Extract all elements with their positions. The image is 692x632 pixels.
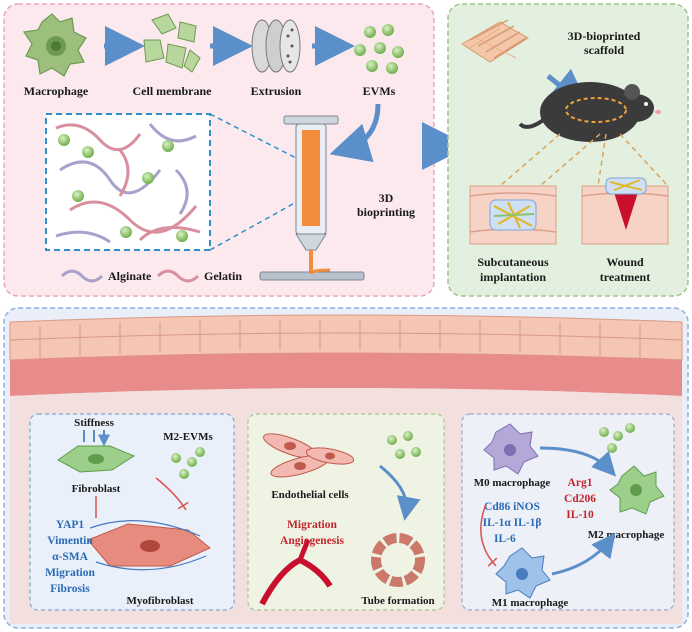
m1-markers: Cd86 iNOS IL-1α IL-1β IL-6 bbox=[483, 501, 542, 545]
wound-label-line2: treatment bbox=[600, 270, 650, 284]
zoom-line-left-a bbox=[499, 133, 561, 187]
skin-dermis-band bbox=[10, 353, 682, 396]
marker-yap1: YAP1 bbox=[56, 519, 85, 531]
endothelial-label: Endothelial cells bbox=[271, 489, 349, 501]
fibrosis-markers: YAP1 Vimentin α-SMA Migration Fibrosis bbox=[45, 519, 95, 595]
tube-formation-icon bbox=[371, 533, 425, 587]
subcutaneous-implantation-icon bbox=[469, 185, 557, 245]
macrophage-icon bbox=[22, 13, 87, 77]
angiogenesis-label: Angiogenesis bbox=[280, 535, 344, 547]
m1-to-m2-arrow bbox=[551, 532, 616, 576]
scaffold-label-line1: 3D-bioprinted bbox=[568, 29, 641, 43]
hydrogel-zoom-box bbox=[45, 113, 211, 251]
m1-label: M1 macrophage bbox=[492, 597, 569, 609]
macrophage-panel: M0 macrophage Arg1 Cd206 IL-10 M2 macrop… bbox=[461, 413, 675, 611]
m2-markers: Arg1 Cd206 IL-10 bbox=[564, 477, 596, 521]
wound-label-line1: Wound bbox=[606, 255, 644, 269]
legend-gelatin-swatch bbox=[156, 269, 200, 283]
zoom-line-bottom bbox=[209, 199, 301, 251]
marker-il10: IL-10 bbox=[566, 509, 594, 521]
evms-icon bbox=[354, 24, 404, 74]
bioprinter-syringe-icon bbox=[259, 115, 365, 281]
zoom-line-top bbox=[209, 113, 301, 161]
bottom-panel: Stiffness Fibroblast M2-EVMs YAP1 Viment… bbox=[3, 307, 689, 629]
m0-label: M0 macrophage bbox=[474, 477, 551, 489]
zoom-line-left-b bbox=[539, 133, 601, 187]
m2evms-label: M2-EVMs bbox=[163, 431, 213, 443]
stiffness-label: Stiffness bbox=[74, 417, 114, 429]
marker-il1: IL-1α IL-1β bbox=[483, 517, 542, 529]
skin-cells bbox=[9, 320, 683, 358]
subcutaneous-label-line1: Subcutaneous bbox=[477, 255, 549, 269]
step-label-evms: EVMs bbox=[363, 84, 396, 98]
marker-alpha-sma: α-SMA bbox=[52, 551, 88, 563]
step-label-macrophage: Macrophage bbox=[24, 84, 89, 98]
extrusion-icon bbox=[251, 19, 301, 73]
endothelial-cells-icon bbox=[263, 433, 355, 478]
myofibroblast-label: Myofibroblast bbox=[126, 595, 193, 607]
zoom-line-right-b bbox=[619, 133, 669, 187]
legend-alginate-swatch bbox=[60, 269, 104, 283]
marker-vimentin: Vimentin bbox=[47, 535, 93, 547]
scaffold-icon bbox=[461, 19, 529, 63]
evms-to-printer-arrow bbox=[329, 103, 381, 163]
fibroblast-panel: Stiffness Fibroblast M2-EVMs YAP1 Viment… bbox=[29, 413, 235, 611]
cell-membrane-icon bbox=[143, 13, 201, 73]
migration-label: Migration bbox=[287, 519, 337, 531]
mouse-icon bbox=[518, 82, 661, 142]
top-right-panel: 3D-bioprinted scaffold bbox=[447, 3, 689, 297]
marker-migration: Migration bbox=[45, 567, 95, 579]
m1-macrophage-icon bbox=[495, 547, 551, 599]
endothelial-panel: Endothelial cells Migration Angiogenesis… bbox=[247, 413, 445, 611]
marker-fibrosis: Fibrosis bbox=[50, 583, 90, 595]
scaffold-label-line2: scaffold bbox=[584, 43, 624, 57]
bioprinting-label-line1: 3D bbox=[379, 191, 394, 205]
tube-formation-label: Tube formation bbox=[361, 595, 434, 607]
m2-macrophage-icon bbox=[609, 465, 665, 515]
m1-inhibit-arrow bbox=[480, 503, 496, 566]
legend-alginate-label: Alginate bbox=[108, 269, 152, 283]
step-label-cell-membrane: Cell membrane bbox=[133, 84, 213, 98]
marker-cd206: Cd206 bbox=[564, 493, 596, 505]
wound-treatment-icon bbox=[581, 177, 669, 245]
bioprinting-label-line2: bioprinting bbox=[357, 205, 415, 219]
marker-il6: IL-6 bbox=[494, 533, 516, 545]
fibroblast-label: Fibroblast bbox=[72, 483, 121, 495]
top-left-panel: Macrophage Cell membrane Extrusion EVMs bbox=[3, 3, 435, 297]
m0-macrophage-icon bbox=[483, 423, 539, 475]
step-label-extrusion: Extrusion bbox=[251, 84, 302, 98]
vessel-icon bbox=[259, 539, 333, 606]
m2-label: M2 macrophage bbox=[588, 529, 665, 541]
marker-arg1: Arg1 bbox=[568, 477, 593, 489]
subcutaneous-label-line2: implantation bbox=[480, 270, 546, 284]
marker-cd86-inos: Cd86 iNOS bbox=[484, 501, 540, 513]
legend-gelatin-label: Gelatin bbox=[204, 269, 242, 283]
